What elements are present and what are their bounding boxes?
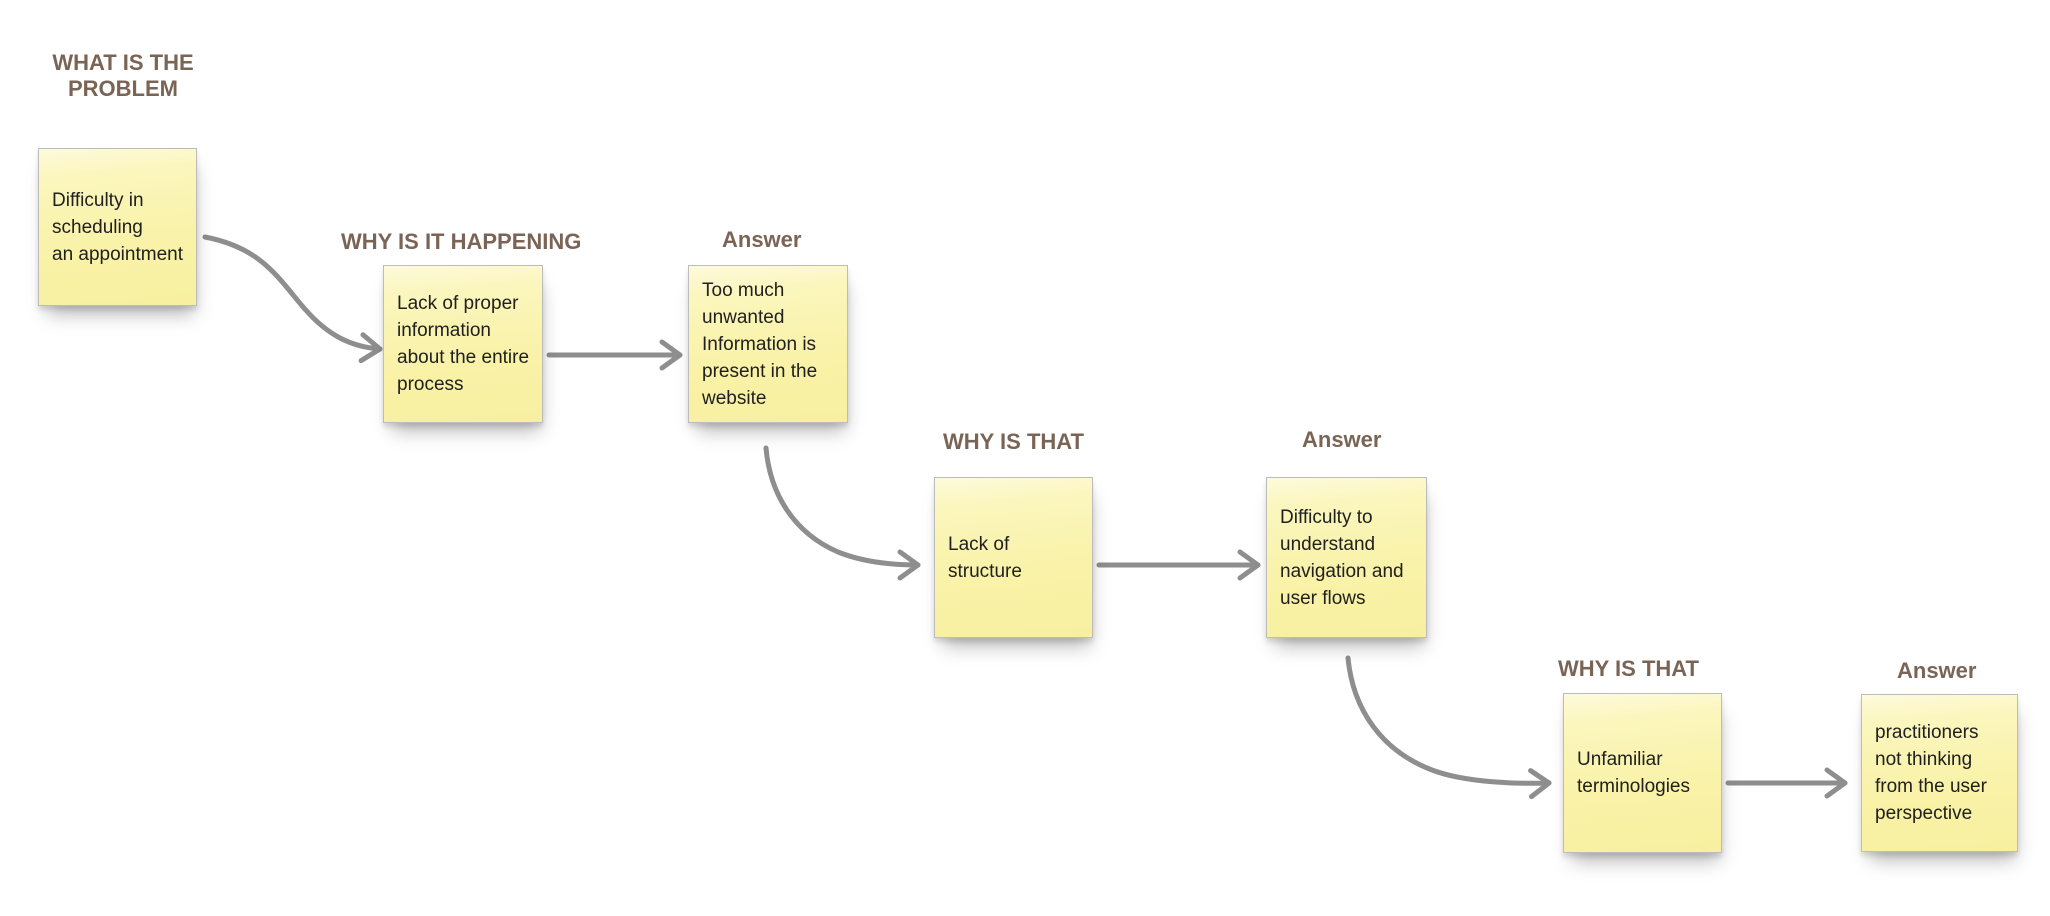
sticky-note-text: Lack of proper information about the ent… xyxy=(397,293,530,395)
heading-answer-1: Answer xyxy=(722,227,802,252)
sticky-note-why-that-2-answer[interactable]: Unfamiliar terminologies xyxy=(1563,693,1722,853)
sticky-note-text: Unfamiliar terminologies xyxy=(1577,749,1690,797)
sticky-note-text: Difficulty to understand navigation and … xyxy=(1280,506,1404,609)
heading-why-is-that-1: WHY IS THAT xyxy=(943,429,1084,454)
sticky-note-text: practitioners not thinking from the user… xyxy=(1875,722,1987,824)
heading-why-is-it-happening: WHY IS IT HAPPENING xyxy=(341,229,582,254)
sticky-note-text: Difficulty in scheduling an appointment xyxy=(52,189,183,265)
sticky-note-text: Too much unwanted Information is present… xyxy=(702,279,818,409)
sticky-note-text: Lack of structure xyxy=(948,533,1022,582)
sticky-note-answer-2[interactable]: Difficulty to understand navigation and … xyxy=(1266,477,1427,638)
sticky-note-problem[interactable]: Difficulty in scheduling an appointment xyxy=(38,148,197,306)
arrow-answer2-to-why-that2 xyxy=(1345,655,1552,800)
sticky-note-why-happening-answer[interactable]: Lack of proper information about the ent… xyxy=(383,265,543,423)
heading-answer-3: Answer xyxy=(1897,658,1977,683)
sticky-note-why-that-1-answer[interactable]: Lack of structure xyxy=(934,477,1093,638)
heading-what-is-the-problem: WHAT IS THE PROBLEM xyxy=(52,50,194,101)
arrow-answer1-to-why-that1 xyxy=(763,445,921,581)
sticky-note-answer-1[interactable]: Too much unwanted Information is present… xyxy=(688,265,848,423)
heading-why-is-that-2: WHY IS THAT xyxy=(1558,656,1699,681)
sticky-note-answer-3[interactable]: practitioners not thinking from the user… xyxy=(1861,694,2018,852)
heading-answer-2: Answer xyxy=(1302,427,1382,452)
